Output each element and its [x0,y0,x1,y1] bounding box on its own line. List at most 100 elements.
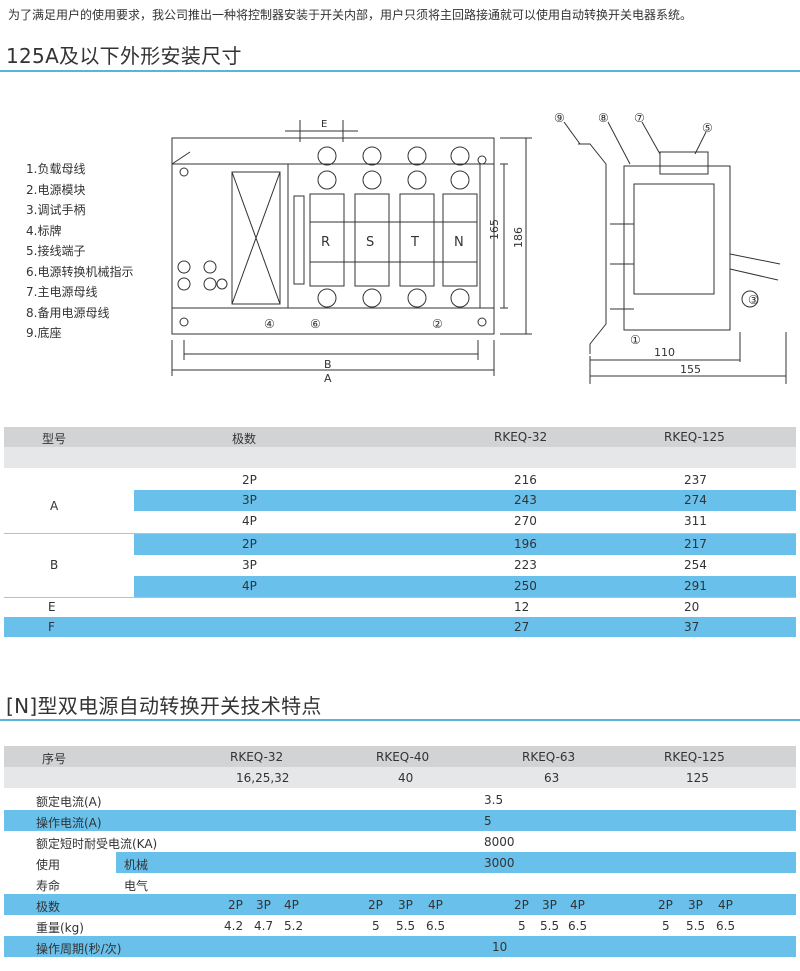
cell-value: 125 [686,771,709,785]
cell-value: 5 [518,919,526,933]
divider [4,533,796,534]
table-row: 使用 [4,852,796,873]
side-view-drawing: ⑨ ⑧ ⑦ ⑤ ① ③ 110 155 [554,111,787,384]
header-rkeq32: RKEQ-32 [494,430,548,444]
dim-a-label: A [324,372,332,384]
header-model: RKEQ-125 [664,750,725,764]
cell-value: 5.2 [284,919,304,933]
legend-item: 7.主电源母线 [26,285,98,299]
cell-pole: 4P [570,898,585,912]
legend-item: 9.底座 [26,326,62,340]
cell-value: 5 [484,814,492,828]
table-row: 3P 223 254 [134,555,796,576]
cell-value: 5.5 [396,919,416,933]
cell-value: 311 [684,514,707,528]
section-title-features: [N]型双电源自动转换开关技术特点 [6,694,322,718]
table-row: 额定电流(A) 3.5 [4,789,796,810]
dim-b-label: B [324,358,332,371]
cell-label: 额定电流(A) [36,795,102,809]
callout-5: ⑤ [702,121,713,135]
cell-poles: 4P [242,514,257,528]
callout-1: ① [630,333,641,347]
phase-label: T [410,235,419,250]
dim-e-label: E [321,119,327,130]
cell-value: 196 [514,537,537,551]
cell-value: 10 [492,940,508,954]
cell-value: 3.5 [484,793,504,807]
dim-155-label: 155 [680,363,701,376]
cell-pole: 4P [718,898,733,912]
callout-8: ⑧ [598,111,609,125]
divider [4,597,796,598]
cell-pole: 3P [542,898,557,912]
phase-label: R [321,235,330,250]
legend-item: 4.标牌 [26,223,62,238]
table-row: 重量(kg) 4.2 4.7 5.2 5 5.5 6.5 5 5.5 6.5 5… [4,915,796,936]
header-label: 序号 [42,752,67,766]
cell-value: 5 [662,919,670,933]
title-rule [0,70,800,72]
cell-poles: 4P [242,579,257,593]
cell-poles: 2P [242,473,257,487]
parts-legend: 1.负载母线 2.电源模块 3.调试手柄 4.标牌 5.接线端子 6.电源转换机… [26,159,133,344]
cell-pole: 2P [228,898,243,912]
dim-110-label: 110 [654,346,675,359]
cell-pole: 2P [658,898,673,912]
phase-label: N [454,235,464,250]
legend-item: 8.备用电源母线 [26,305,110,320]
cell-value: 237 [684,473,707,487]
table-row-e: E 12 20 [4,597,796,617]
cell-label: 额定短时耐受电流(KA) [36,837,158,851]
table-row: 2P 196 217 [134,534,796,555]
cell-value: 274 [684,493,707,507]
dim-186-label: 186 [512,227,525,248]
cell-value: 4.7 [254,919,274,933]
intro-text: 为了满足用户的使用要求，我公司推出一种将控制器安装于开关内部，用户只须将主回路接… [8,8,693,22]
table-row: 2P 216 237 [134,470,796,490]
cell-value: 27 [514,620,530,634]
table-row: 3P 243 274 [134,490,796,511]
table-row: 4P 250 291 [134,576,796,597]
header-model: RKEQ-40 [376,750,430,764]
table-header: 型号 极数 RKEQ-32 RKEQ-125 [4,427,796,447]
cell-value: 63 [544,771,560,785]
cell-label: 操作周期(秒/次) [36,942,122,956]
cell-pole: 3P [688,898,703,912]
table-row: 操作电流(A) 5 [4,810,796,831]
cell-label: 使用 [36,858,61,872]
group-a-label: A [50,499,59,513]
legend-item: 1.负载母线 [26,162,86,176]
cell-value: 12 [514,600,530,614]
group-b-label: B [50,558,59,572]
header-poles: 极数 [232,432,257,446]
cell-value: 216 [514,473,537,487]
header-model: RKEQ-32 [230,750,284,764]
cell-label: F [48,620,55,634]
callout-6: ⑥ [310,317,321,331]
cell-value: 37 [684,620,700,634]
dimension-table: 型号 极数 RKEQ-32 RKEQ-125 A 2P 216 237 3P 2… [4,427,796,637]
cell-pole: 2P [514,898,529,912]
spacer-row [4,447,796,468]
table-row: 额定短时耐受电流(KA) 8000 [4,831,796,852]
cell-pole: 4P [428,898,443,912]
header-model: 型号 [42,432,67,446]
cell-value: 243 [514,493,537,507]
cell-pole: 3P [398,898,413,912]
ratings-row: 16,25,32 40 63 125 [4,767,796,788]
cell-value: 223 [514,558,537,572]
callout-3: ③ [748,293,759,307]
cell-label: 操作电流(A) [36,816,102,830]
cell-label: 寿命 [36,879,61,893]
table-row: 机械 3000 [116,852,796,873]
dim-165-label: 165 [488,219,501,240]
cell-value: 20 [684,600,700,614]
legend-item: 5.接线端子 [26,244,86,258]
cell-value: 250 [514,579,537,593]
cell-pole: 2P [368,898,383,912]
table-row: 操作周期(秒/次) 10 [4,936,796,957]
table-row: 4P 270 311 [134,511,796,532]
cell-label: E [48,600,56,614]
cell-value: 40 [398,771,414,785]
cell-value: 217 [684,537,707,551]
